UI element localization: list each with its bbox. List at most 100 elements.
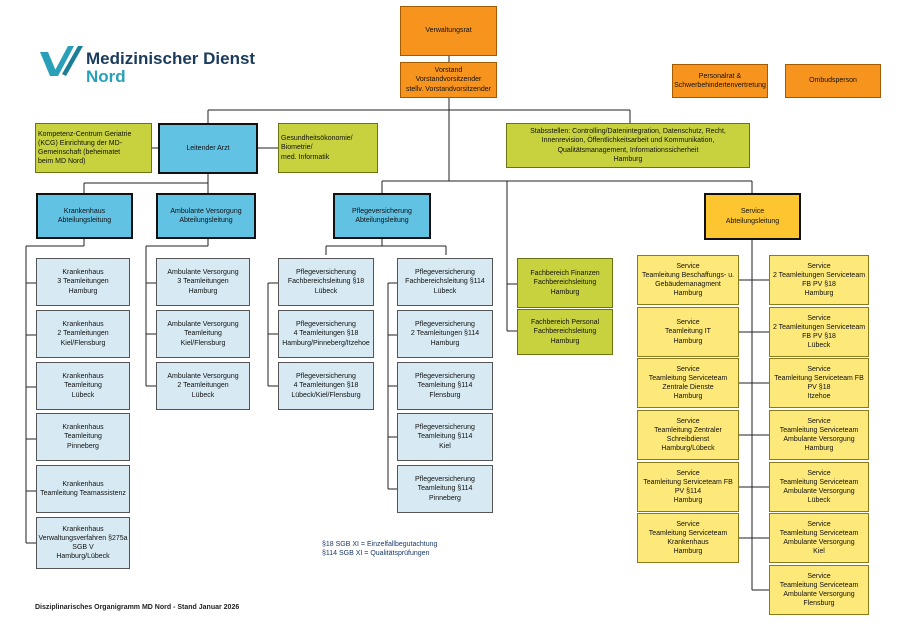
team-line: Krankenhaus: [62, 373, 104, 381]
team-line: Teamleitung Zentraler: [654, 426, 722, 434]
team-line: Service: [676, 262, 700, 270]
leitender-arzt-box: Leitender Arzt: [158, 123, 258, 174]
dept-line: Abteilungsleitung: [725, 217, 780, 225]
team-line: Lübeck: [807, 497, 831, 505]
team-line: Hamburg: [550, 288, 580, 296]
team-line: Lübeck: [314, 287, 338, 295]
footer-caption: Disziplinarisches Organigramm MD Nord - …: [35, 604, 240, 611]
team-line: Krankenhaus: [62, 480, 104, 488]
team-line: Pflegeversicherung: [415, 476, 475, 484]
team-line: Kiel/Flensburg: [180, 339, 226, 347]
team-line: Teamleitung Serviceteam FB: [643, 478, 733, 486]
verwaltungsrat-label: Verwaltungsrat: [425, 27, 472, 35]
team-line: Itzehoe: [807, 393, 831, 401]
vorstand-line: Vorstand: [434, 67, 463, 75]
team-line: Hamburg: [804, 290, 834, 298]
service-team-box: Service Teamleitung Serviceteam Ambulant…: [769, 462, 869, 512]
team-line: Service: [676, 365, 700, 373]
ambulant-dept-box: Ambulante Versorgung Abteilungsleitung: [156, 193, 256, 239]
pflege114-box: Pflegeversicherung Teamleitung §114 Kiel: [397, 413, 493, 461]
team-line: Hamburg/Pinneberg/Itzehoe: [282, 339, 370, 347]
team-line: Service: [807, 365, 831, 373]
dept-line: Abteilungsleitung: [179, 217, 233, 224]
team-line: Teamleitung: [64, 433, 102, 441]
team-line: Teamleitung §114: [417, 382, 473, 390]
team-line: Ambulante Versorgung: [167, 373, 239, 381]
leitender-arzt-label: Leitender Arzt: [186, 144, 230, 152]
team-line: Teamleitung Teamassistenz: [40, 490, 126, 497]
service-team-box: Service 2 Teamleitungen Serviceteam FB P…: [769, 307, 869, 357]
team-line: Kiel/Flensburg: [60, 339, 106, 347]
team-line: Schreibdienst: [666, 436, 710, 443]
ambulant-team-box: Ambulante Versorgung Teamleitung Kiel/Fl…: [156, 310, 250, 358]
team-line: Teamleitung Serviceteam: [779, 529, 859, 537]
service-team-box: Service Teamleitung IT Hamburg: [637, 307, 739, 357]
dept-line: Krankenhaus: [63, 207, 106, 215]
team-line: Hamburg: [673, 548, 703, 556]
personalrat-box: Personalrat & Schwerbehindertenvertretun…: [672, 64, 768, 98]
dept-line: Abteilungsleitung: [57, 217, 112, 224]
team-line: Teamleitung §114: [417, 433, 473, 441]
stabsstellen-line: Hamburg: [613, 155, 643, 163]
team-line: Service: [676, 469, 700, 477]
team-line: Hamburg: [804, 445, 834, 453]
stabsstellen-line: Qualitätsmanagement, Informationssicherh…: [557, 146, 699, 154]
team-line: Lübeck: [807, 342, 831, 350]
ambulant-team-box: Ambulante Versorgung 2 Teamleitungen Lüb…: [156, 362, 250, 410]
team-line: Teamleitung Serviceteam FB: [774, 374, 864, 382]
team-line: Teamleitung: [64, 382, 102, 390]
team-line: Service: [807, 520, 831, 528]
logo-line2: Nord: [86, 66, 126, 86]
team-line: Service: [676, 319, 700, 327]
kcg-line: Gemeinschaft (beheimatet: [38, 149, 121, 156]
krankenhaus-team-box: Krankenhaus Teamleitung Teamassistenz: [36, 465, 130, 513]
logo-line1: Medizinischer Dienst: [86, 49, 256, 68]
stabsstellen-line: Innenrevision, Öffentlichkeitsarbeit und…: [541, 137, 715, 145]
team-line: Pinneberg: [67, 442, 99, 450]
service-team-box: Service Teamleitung Serviceteam FB PV §1…: [637, 462, 739, 512]
team-line: Hamburg: [68, 287, 98, 295]
team-line: Teamleitung Serviceteam: [779, 478, 859, 486]
team-line: Teamleitung Serviceteam: [779, 581, 859, 589]
service-team-box: Service Teamleitung Serviceteam Zentrale…: [637, 358, 739, 408]
dept-line: Pflegeversicherung: [352, 207, 412, 215]
team-line: 4 Teamleitungen §18: [293, 330, 359, 338]
team-line: 2 Teamleitungen Serviceteam: [772, 271, 866, 279]
team-line: Hamburg: [673, 337, 703, 345]
gesundheit-box: Gesundheitsökonomie/ Biometrie/ med. Inf…: [278, 123, 378, 173]
team-line: Lübeck: [71, 391, 95, 399]
ombudsperson-box: Ombudsperson: [785, 64, 881, 98]
team-line: Teamleitung: [184, 330, 222, 338]
team-line: Lübeck: [191, 391, 215, 399]
ambulant-team-box: Ambulante Versorgung 3 Teamleitungen Ham…: [156, 258, 250, 306]
team-line: 2 Teamleitungen §114: [410, 330, 480, 338]
team-line: Hamburg: [430, 339, 460, 347]
krankenhaus-team-box: Krankenhaus Verwaltungsverfahren §275a S…: [36, 517, 130, 569]
team-line: Ambulante Versorgung: [783, 488, 855, 495]
dept-line: Ambulante Versorgung: [170, 207, 242, 215]
team-line: 3 Teamleitungen: [57, 278, 109, 286]
personalrat-line: Schwerbehindertenvertretung: [674, 82, 766, 89]
team-line: FB PV §18: [802, 333, 836, 340]
team-line: Fachbereich Finanzen: [530, 270, 600, 278]
team-line: Fachbereichsleitung §18: [287, 278, 365, 286]
legend-line: §18 SGB XI = Einzelfallbegutachtung: [322, 541, 438, 548]
team-line: Service: [807, 262, 831, 270]
dept-line: Abteilungsleitung: [355, 217, 409, 224]
gesundheit-line: Gesundheitsökonomie/: [281, 135, 353, 143]
kcg-line: beim MD Nord): [38, 158, 86, 166]
team-line: Teamleitung IT: [665, 328, 711, 336]
team-line: Service: [807, 572, 831, 580]
team-line: 2 Teamleitungen: [57, 330, 109, 338]
kcg-line: Kompetenz-Centrum Geriatrie: [38, 130, 132, 138]
stabsstellen-line: Stabsstellen: Controlling/Datenintegrati…: [530, 128, 726, 136]
team-line: Ambulante Versorgung: [167, 269, 239, 277]
team-line: Gebäudemanagment: [655, 281, 721, 288]
team-line: Fachbereichsleitung §114: [405, 278, 485, 286]
gesundheit-line: Biometrie/: [281, 144, 313, 152]
team-line: Ambulante Versorgung: [783, 539, 855, 546]
team-line: Pflegeversicherung: [296, 373, 356, 381]
stabsstellen-box: Stabsstellen: Controlling/Datenintegrati…: [506, 123, 750, 168]
team-line: Flensburg: [429, 391, 461, 399]
krankenhaus-team-box: Krankenhaus 3 Teamleitungen Hamburg: [36, 258, 130, 306]
